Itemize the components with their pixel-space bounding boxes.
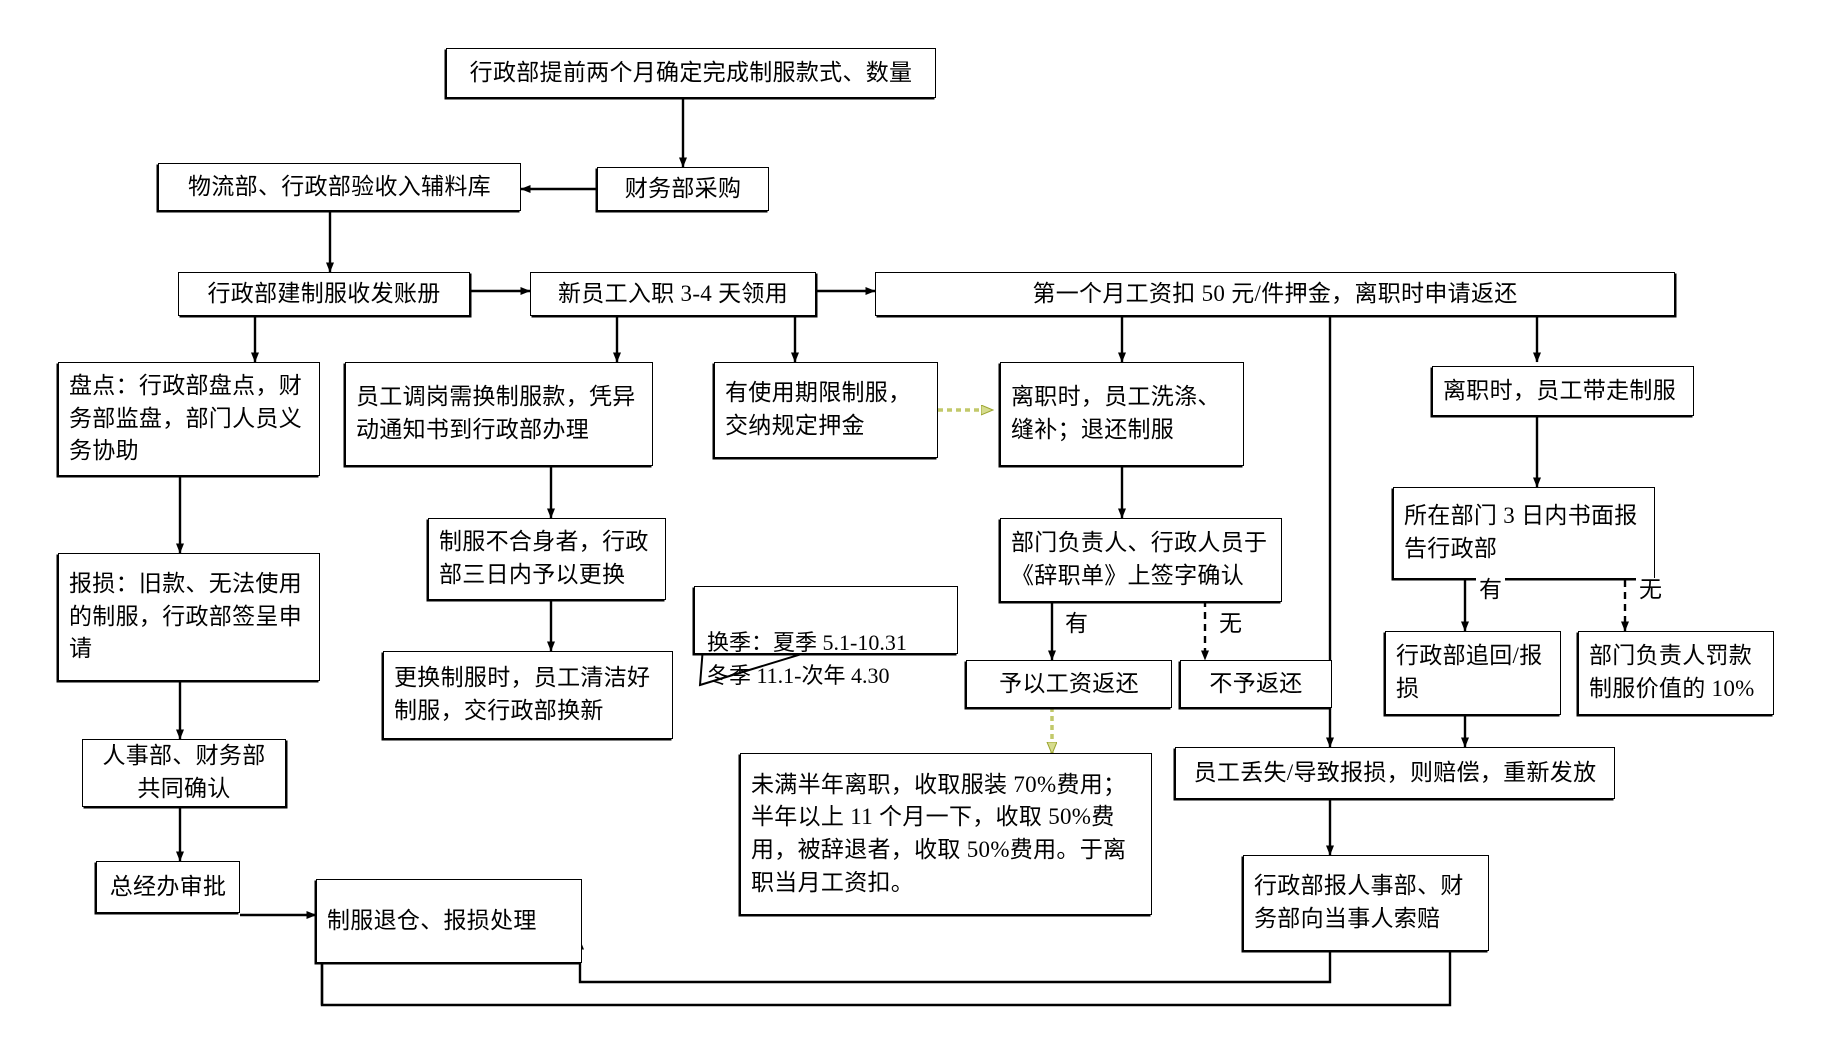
node-text: 员工丢失/导致报损，则赔偿，重新发放 <box>1193 759 1597 785</box>
node-text: 制服不合身者，行政部三日内予以更换 <box>439 529 649 587</box>
edge-label-yes-resign: 有 <box>1062 612 1091 635</box>
node-resign-wash-return[interactable]: 离职时，员工洗涤、缝补；退还制服 <box>1000 362 1244 466</box>
node-refund-salary[interactable]: 予以工资返还 <box>966 660 1172 708</box>
node-finance-purchase[interactable]: 财务部采购 <box>597 167 769 211</box>
node-transfer-change-uniform[interactable]: 员工调岗需换制服款，凭异动通知书到行政部办理 <box>345 362 653 466</box>
node-text: 离职时，员工带走制服 <box>1443 377 1676 403</box>
node-text: 行政部建制服收发账册 <box>207 280 441 306</box>
node-text: 总经办审批 <box>109 873 227 899</box>
node-text: 新员工入职 3-4 天领用 <box>557 280 789 306</box>
node-text: 行政部提前两个月确定完成制服款式、数量 <box>469 59 913 85</box>
node-admin-confirm-style[interactable]: 行政部提前两个月确定完成制服款式、数量 <box>446 48 936 98</box>
callout-text: 换季：夏季 5.1-10.31 冬季 11.1-次年 4.30 <box>707 630 907 688</box>
node-limited-term-uniform[interactable]: 有使用期限制服，交纳规定押金 <box>714 362 938 458</box>
node-no-refund[interactable]: 不予返还 <box>1180 660 1332 708</box>
node-text: 部门负责人罚款制服价值的 10% <box>1589 643 1755 701</box>
node-clean-uniform-exchange[interactable]: 更换制服时，员工清洁好制服，交行政部换新 <box>383 651 673 739</box>
edge-label-text: 无 <box>1639 577 1662 602</box>
node-text: 所在部门 3 日内书面报告行政部 <box>1404 503 1638 561</box>
edge-label-text: 无 <box>1219 611 1242 636</box>
node-text: 报损：旧款、无法使用的制服，行政部签呈申请 <box>69 571 302 662</box>
node-new-employee-issue[interactable]: 新员工入职 3-4 天领用 <box>530 272 816 316</box>
edge-label-yes-dept: 有 <box>1476 578 1505 601</box>
node-text: 人事部、财务部共同确认 <box>102 743 266 801</box>
node-text: 离职时，员工洗涤、缝补；退还制服 <box>1011 384 1221 442</box>
node-text: 制服退仓、报损处理 <box>327 907 537 933</box>
node-text: 第一个月工资扣 50 元/件押金，离职时申请返还 <box>1032 280 1518 306</box>
node-text: 未满半年离职，收取服装 70%费用；半年以上 11 个月一下，收取 50%费用，… <box>751 771 1127 895</box>
node-stocktake[interactable]: 盘点：行政部盘点，财务部监盘，部门人员义务协助 <box>58 362 320 476</box>
edge-label-no-resign: 无 <box>1216 612 1245 635</box>
node-hr-finance-confirm[interactable]: 人事部、财务部共同确认 <box>82 739 286 807</box>
node-admin-report-claim[interactable]: 行政部报人事部、财务部向当事人索赔 <box>1243 855 1489 951</box>
node-dept-report-3days[interactable]: 所在部门 3 日内书面报告行政部 <box>1393 487 1655 579</box>
node-text: 盘点：行政部盘点，财务部监盘，部门人员义务协助 <box>69 373 302 464</box>
node-gm-approval[interactable]: 总经办审批 <box>96 861 240 913</box>
node-resign-fee-rules[interactable]: 未满半年离职，收取服装 70%费用；半年以上 11 个月一下，收取 50%费用，… <box>740 753 1152 915</box>
node-text: 行政部报人事部、财务部向当事人索赔 <box>1254 873 1464 931</box>
node-return-warehouse-scrap[interactable]: 制服退仓、报损处理 <box>316 879 582 963</box>
node-manager-penalty[interactable]: 部门负责人罚款制服价值的 10% <box>1578 631 1774 715</box>
node-admin-recover-scrap[interactable]: 行政部追回/报损 <box>1385 631 1561 715</box>
node-text: 行政部追回/报损 <box>1396 643 1543 701</box>
node-text: 员工调岗需换制服款，凭异动通知书到行政部办理 <box>356 384 636 442</box>
node-resign-take-uniform[interactable]: 离职时，员工带走制服 <box>1432 366 1694 416</box>
edge-label-text: 有 <box>1479 577 1502 602</box>
callout-season-change[interactable]: 换季：夏季 5.1-10.31 冬季 11.1-次年 4.30 <box>694 586 958 688</box>
node-text: 有使用期限制服，交纳规定押金 <box>725 380 912 438</box>
node-text: 予以工资返还 <box>999 670 1139 696</box>
node-lost-compensate[interactable]: 员工丢失/导致报损，则赔偿，重新发放 <box>1175 747 1615 799</box>
node-text: 财务部采购 <box>624 175 742 201</box>
node-resign-form-signature[interactable]: 部门负责人、行政人员于《辞职单》上签字确认 <box>1000 518 1282 602</box>
node-text: 不予返还 <box>1209 670 1303 696</box>
node-logistics-receive[interactable]: 物流部、行政部验收入辅料库 <box>158 163 521 211</box>
edge-label-text: 有 <box>1065 611 1088 636</box>
node-text: 物流部、行政部验收入辅料库 <box>188 173 491 199</box>
node-text: 更换制服时，员工清洁好制服，交行政部换新 <box>394 665 651 723</box>
edge-label-no-dept: 无 <box>1636 578 1665 601</box>
node-admin-ledger[interactable]: 行政部建制服收发账册 <box>178 272 470 316</box>
node-text: 部门负责人、行政人员于《辞职单》上签字确认 <box>1011 530 1268 588</box>
node-scrap-application[interactable]: 报损：旧款、无法使用的制服，行政部签呈申请 <box>58 553 320 681</box>
node-ill-fitting-replace[interactable]: 制服不合身者，行政部三日内予以更换 <box>428 518 666 600</box>
node-first-month-deposit[interactable]: 第一个月工资扣 50 元/件押金，离职时申请返还 <box>875 272 1675 316</box>
